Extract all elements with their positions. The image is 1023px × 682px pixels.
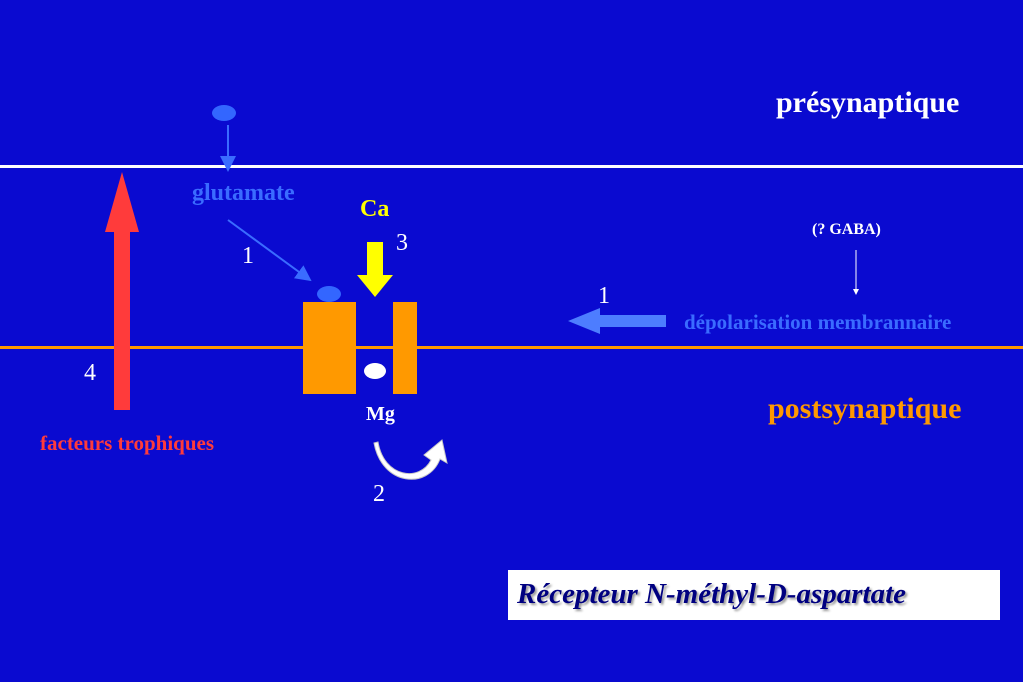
presynaptic-membrane bbox=[0, 165, 1023, 168]
glutamate-label: glutamate bbox=[192, 180, 295, 206]
receptor-subunit-right bbox=[393, 302, 417, 394]
gaba-label: (? GABA) bbox=[812, 221, 881, 238]
magnesium-label: Mg bbox=[366, 403, 395, 425]
depolarisation-arrow bbox=[568, 308, 666, 334]
calcium-label: Ca bbox=[360, 196, 390, 222]
bound-glutamate-icon bbox=[317, 286, 341, 302]
step-1-depolarisation-label: 1 bbox=[598, 283, 610, 309]
trophic-factors-label: facteurs trophiques bbox=[40, 431, 215, 455]
step-4-label: 4 bbox=[84, 360, 96, 386]
postsynaptic-membrane bbox=[0, 346, 1023, 349]
depolarisation-label: dépolarisation membrannaire bbox=[684, 310, 952, 334]
step-2-label: 2 bbox=[373, 481, 385, 507]
postsynaptic-label: postsynaptique bbox=[768, 392, 962, 425]
title-box: Récepteur N-méthyl-D-aspartate bbox=[508, 570, 1000, 620]
trophic-factors-arrow bbox=[105, 172, 139, 410]
mg-expulsion-arrow bbox=[373, 439, 448, 480]
glutamate-molecule-icon bbox=[212, 105, 236, 121]
step-1-glutamate-label: 1 bbox=[242, 243, 254, 269]
magnesium-ion-icon bbox=[364, 363, 386, 379]
receptor-subunit-left bbox=[303, 302, 356, 394]
calcium-entry-arrow bbox=[357, 242, 393, 297]
presynaptic-label: présynaptique bbox=[776, 86, 960, 119]
step-3-label: 3 bbox=[396, 230, 408, 256]
title-box-text: Récepteur N-méthyl-D-aspartate bbox=[517, 578, 907, 610]
glutamate-binding-arrow bbox=[227, 219, 312, 282]
